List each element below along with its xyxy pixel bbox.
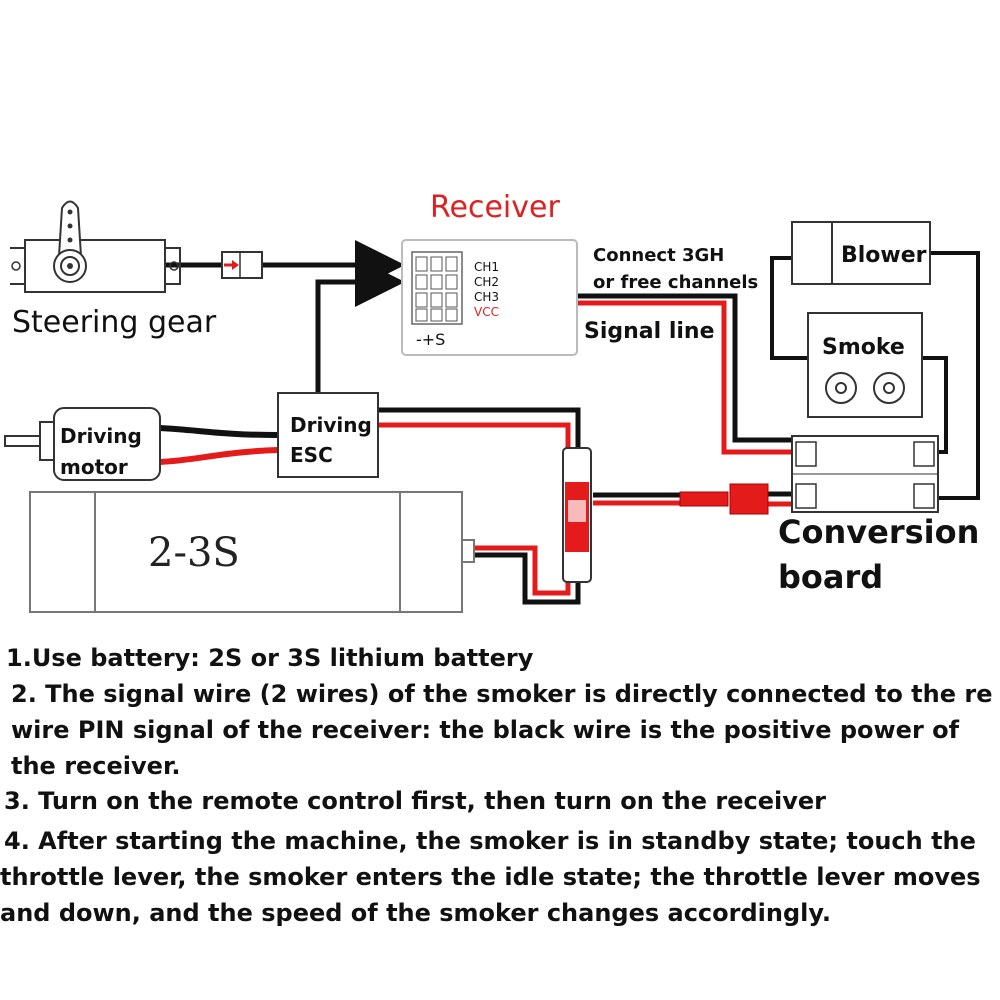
esc-to-splitter-red bbox=[378, 422, 571, 448]
steering-servo bbox=[10, 200, 181, 293]
conversion-board-label: Conversion board bbox=[778, 513, 980, 596]
motor-wire-red bbox=[159, 447, 279, 465]
y-splitter bbox=[562, 447, 592, 583]
receiver-box bbox=[401, 239, 578, 356]
esc-to-receiver-wire bbox=[315, 257, 405, 393]
blower-label: Blower bbox=[841, 243, 927, 268]
power-connector bbox=[679, 483, 769, 515]
battery-label: 2-3S bbox=[148, 530, 240, 576]
diagram-canvas: Receiver CH1 CH2 CH3 VCC -+S Steering ge… bbox=[4, 190, 980, 613]
blower-box bbox=[791, 221, 931, 285]
driving-motor bbox=[4, 407, 161, 481]
servo-connector bbox=[221, 251, 263, 279]
ch3-label: CH3 bbox=[474, 290, 499, 304]
splitter-to-battery-red bbox=[470, 545, 571, 596]
driving-esc-label: Driving ESC bbox=[290, 413, 372, 467]
note-2-line-2: wire PIN signal of the receiver: the bla… bbox=[11, 716, 960, 744]
connect-note: Connect 3GH or free channels bbox=[593, 245, 759, 293]
driving-esc bbox=[277, 392, 379, 478]
splitter-to-battery-black bbox=[470, 552, 581, 605]
note-4-line-1: 4. After starting the machine, the smoke… bbox=[4, 827, 976, 855]
note-2-line-1: 2. The signal wire (2 wires) of the smok… bbox=[11, 680, 993, 708]
note-1: 1.Use battery: 2S or 3S lithium battery bbox=[6, 644, 534, 672]
note-2-line-3: the receiver. bbox=[11, 752, 181, 780]
signal-line-red bbox=[500, 300, 795, 455]
smoke-wire bbox=[922, 356, 948, 454]
steering-gear-label: Steering gear bbox=[12, 305, 217, 340]
smoke-label: Smoke bbox=[822, 335, 905, 360]
smoke-box bbox=[807, 312, 923, 418]
conversion-board bbox=[791, 435, 939, 513]
instruction-notes: 1.Use battery: 2S or 3S lithium battery … bbox=[0, 640, 1000, 940]
ch1-label: CH1 bbox=[474, 260, 499, 274]
battery-pack bbox=[29, 491, 475, 613]
receiver-title: Receiver bbox=[430, 190, 560, 225]
note-4-line-3: and down, and the speed of the smoker ch… bbox=[0, 899, 831, 927]
driving-motor-label: Driving motor bbox=[60, 424, 142, 479]
vcc-label: VCC bbox=[474, 305, 499, 319]
polarity-label: -+S bbox=[416, 330, 445, 349]
blower-wire-right bbox=[930, 251, 980, 500]
motor-wire-black bbox=[159, 425, 279, 438]
signal-line-label: Signal line bbox=[584, 319, 715, 344]
signal-line-black bbox=[500, 293, 795, 443]
note-4-line-2: throttle lever, the smoker enters the id… bbox=[0, 863, 981, 891]
ch2-label: CH2 bbox=[474, 275, 499, 289]
note-3: 3. Turn on the remote control first, the… bbox=[4, 787, 826, 815]
esc-to-splitter-black bbox=[378, 407, 581, 448]
blower-wire-left bbox=[770, 256, 808, 360]
